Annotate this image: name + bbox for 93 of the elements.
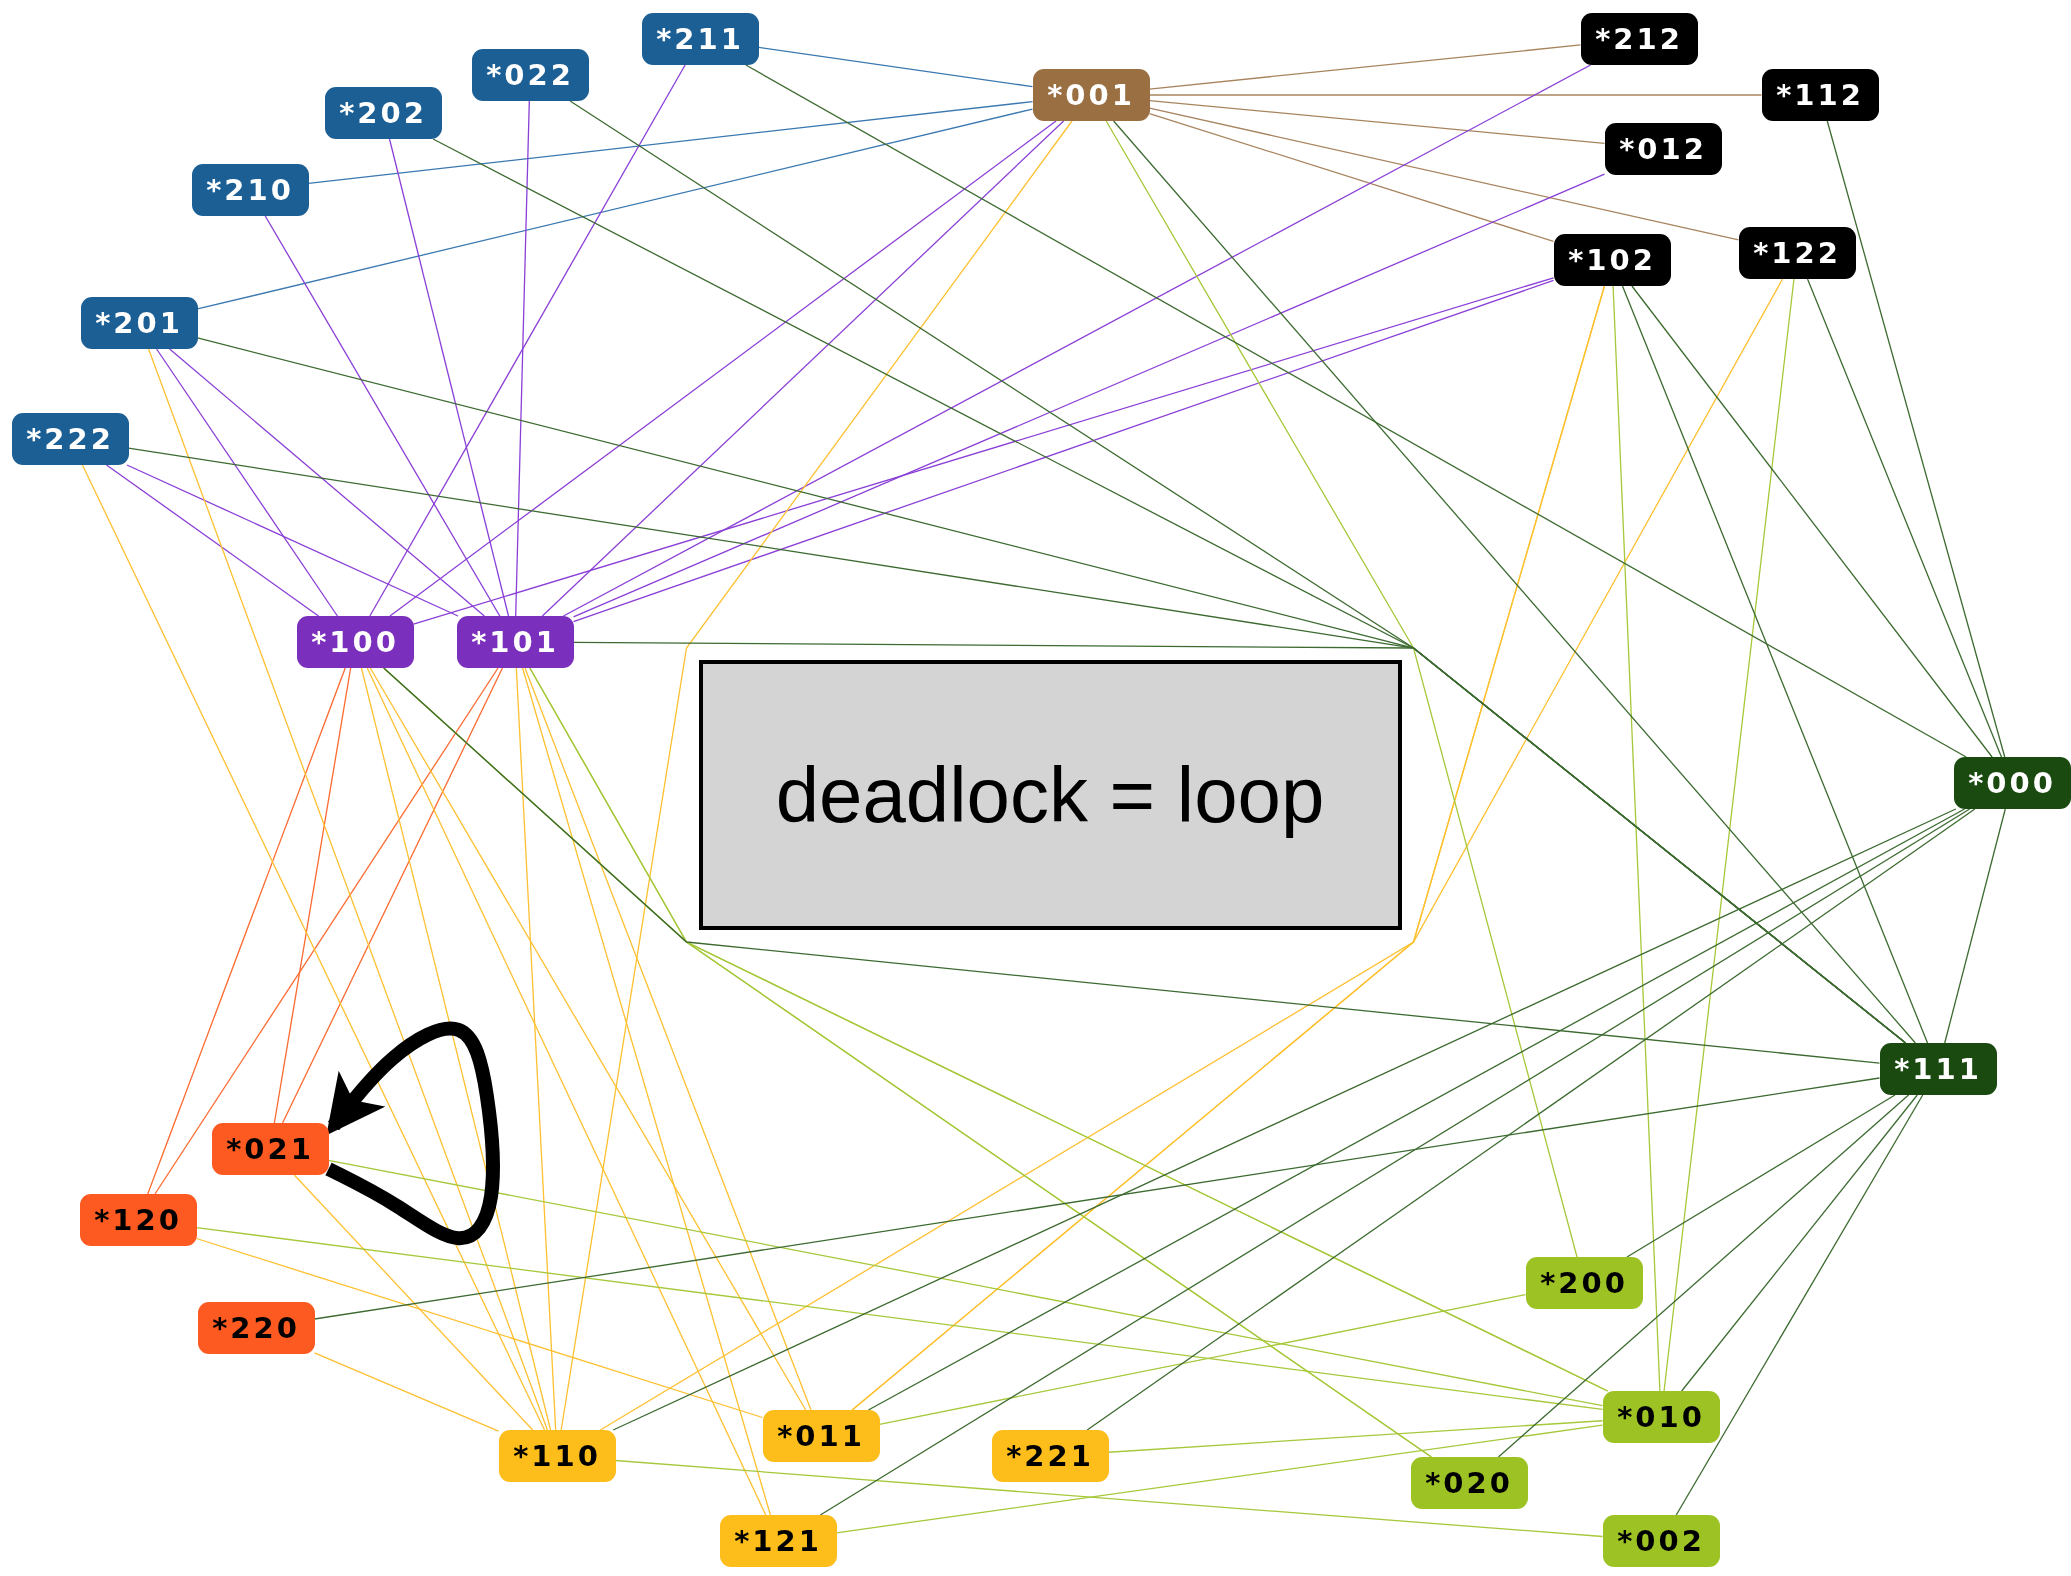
connector-line (366, 667, 767, 1516)
connector-line (389, 120, 1057, 617)
connector-line (819, 808, 1971, 1516)
connector-line (521, 667, 772, 1516)
state-node: *100 (296, 616, 414, 668)
state-node: *110 (498, 1430, 616, 1482)
connector-line (281, 667, 504, 1124)
connector-line (369, 667, 807, 1411)
connector-line (515, 667, 557, 1431)
connector-line (293, 1174, 534, 1431)
connector-line (562, 64, 1592, 617)
connector-line (1663, 278, 1795, 1392)
connector-line (1112, 120, 1917, 1044)
connector-line (1631, 285, 1993, 758)
connector-line (1107, 1420, 1604, 1453)
connector-line (1826, 120, 2006, 758)
state-node: *102 (1553, 234, 1671, 286)
connector-line (835, 1424, 1604, 1534)
state-node: *200 (1525, 1257, 1643, 1309)
state-node: *221 (991, 1430, 1109, 1482)
state-node: *020 (1410, 1457, 1528, 1509)
state-node: *202 (324, 87, 442, 139)
connector-line (1612, 285, 1661, 1392)
state-node: *112 (1761, 69, 1879, 121)
state-node: *201 (80, 297, 198, 349)
connector-line (1148, 94, 1763, 96)
connector-line (1148, 44, 1582, 90)
connector-line (383, 667, 1881, 1064)
connector-line (1497, 1094, 1910, 1458)
connector-line (524, 667, 812, 1411)
connector-line (1086, 808, 1976, 1431)
connector-line (515, 100, 530, 617)
connector-line (745, 64, 1967, 758)
connector-line (1675, 1094, 1924, 1516)
connector-line (1681, 1094, 1918, 1392)
state-node: *210 (191, 164, 309, 216)
state-node: *111 (1879, 1043, 1997, 1095)
connector-line (307, 100, 1034, 185)
state-node: *011 (762, 1410, 880, 1462)
connector-line (1105, 120, 1578, 1258)
connector-line (126, 464, 459, 617)
state-node: *101 (456, 616, 574, 668)
state-node: *021 (211, 1123, 329, 1175)
connector-line (147, 667, 346, 1195)
state-node: *012 (1604, 123, 1722, 175)
connector-line (105, 464, 320, 617)
state-node: *001 (1032, 69, 1150, 121)
connector-line (196, 108, 1034, 310)
connector-line (614, 1459, 1604, 1538)
connector-line (313, 1352, 500, 1432)
state-node: *222 (11, 413, 129, 465)
connector-line (360, 667, 552, 1431)
state-node: *211 (641, 13, 759, 65)
connector-line (1148, 99, 1606, 145)
connector-line (1626, 1094, 1896, 1258)
state-node: *120 (79, 1194, 197, 1246)
connector-line (264, 215, 501, 617)
connector-line (572, 641, 1907, 1044)
connector-line (327, 1159, 1604, 1407)
state-node: *010 (1602, 1391, 1720, 1443)
connector-line (1806, 278, 2003, 758)
state-node: *220 (197, 1302, 315, 1354)
caption-box: deadlock = loop (698, 660, 1402, 930)
connector-line (757, 46, 1034, 88)
state-node: *002 (1602, 1515, 1720, 1567)
connector-line (195, 1226, 1604, 1411)
state-node: *000 (1953, 757, 2071, 809)
loop-arrow (325, 1021, 500, 1246)
state-node: *212 (1580, 13, 1698, 65)
connector-line (1148, 107, 1740, 241)
connector-line (541, 120, 1065, 617)
connector-line (369, 64, 686, 617)
connector-line (1148, 112, 1555, 243)
connector-line (851, 278, 1784, 1411)
connector-line (1621, 285, 1929, 1044)
state-node: *022 (471, 49, 589, 101)
connector-line (169, 348, 485, 617)
connector-line (878, 1294, 1527, 1425)
connector-line (154, 667, 499, 1195)
connector-line (388, 138, 510, 617)
connector-line (867, 808, 1966, 1411)
connector-line (1944, 808, 2006, 1044)
connector-line (612, 808, 1957, 1431)
connector-line (313, 1077, 1881, 1320)
connector-line (560, 120, 1073, 1431)
connector-line (81, 464, 546, 1431)
connector-line (273, 667, 352, 1124)
state-node: *122 (1738, 227, 1856, 279)
connector-line (572, 173, 1606, 618)
connector-line (147, 348, 549, 1431)
connector-line (155, 348, 339, 617)
connector-line (195, 1237, 764, 1419)
state-node: *121 (719, 1515, 837, 1567)
